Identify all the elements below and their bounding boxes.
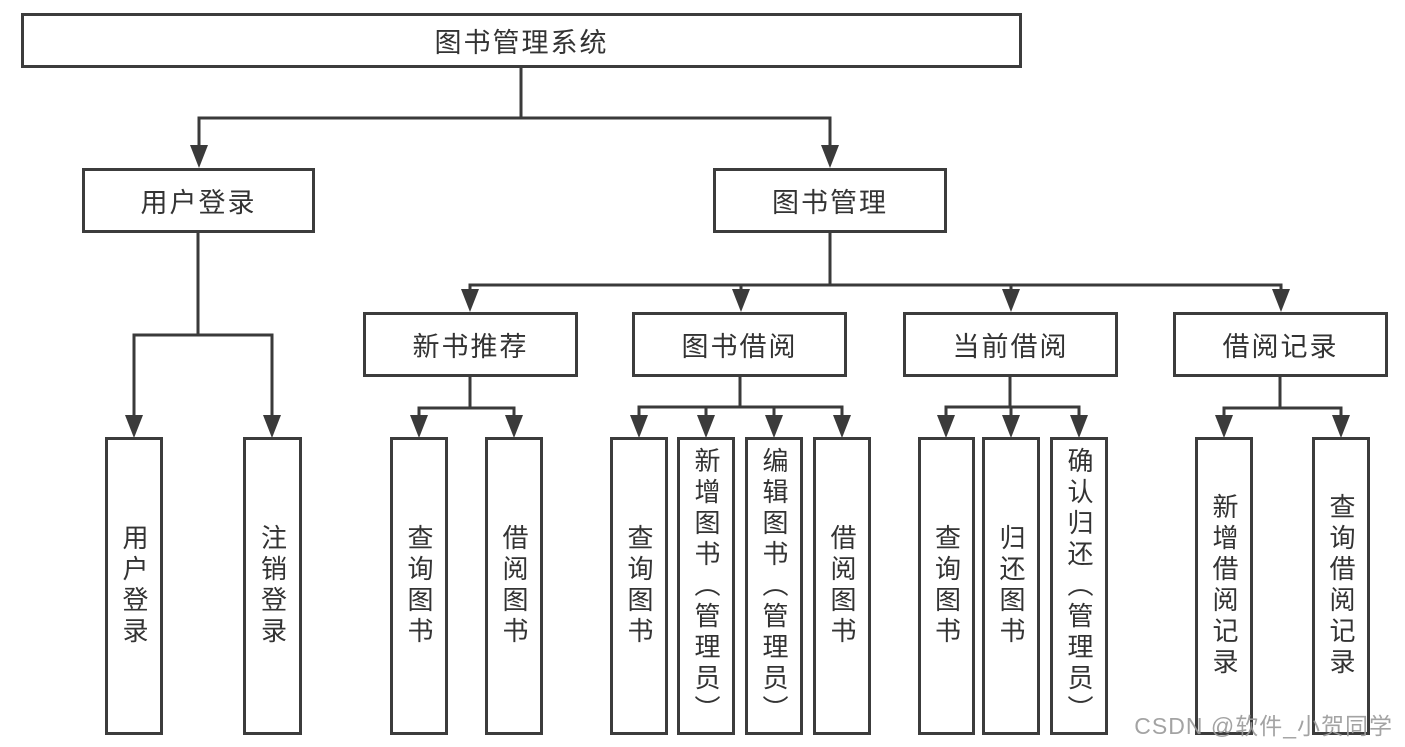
leaf-records-query-borrow-record-label: 查询借阅记录 (1326, 493, 1356, 679)
node-new-book-recommend: 新书推荐 (363, 312, 578, 377)
leaf-current-confirm-return-admin: 确认归还（管理员） (1050, 437, 1108, 735)
arrowhead-icon (125, 415, 143, 438)
leaf-borrowing-edit-books-admin: 编辑图书（管理员） (745, 437, 803, 735)
arrowhead-icon (697, 415, 715, 438)
node-book-management-label: 图书管理 (772, 188, 888, 218)
connector-line (468, 283, 1283, 294)
arrowhead-icon (765, 415, 783, 438)
leaf-user-login: 用户登录 (105, 437, 163, 735)
arrowhead-icon (190, 145, 208, 168)
arrowhead-icon (461, 289, 479, 312)
arrowhead-icon (732, 289, 750, 312)
leaf-records-add-borrow-record: 新增借阅记录 (1195, 437, 1253, 735)
arrowhead-icon (630, 415, 648, 438)
node-new-book-recommend-label: 新书推荐 (412, 332, 529, 362)
leaf-recommend-query-books: 查询图书 (390, 437, 448, 735)
arrowhead-icon (1002, 415, 1020, 438)
node-book-borrowing-label: 图书借阅 (681, 332, 798, 362)
leaf-borrowing-query-books: 查询图书 (610, 437, 668, 735)
leaf-current-confirm-return-admin-label: 确认归还（管理员） (1064, 446, 1094, 726)
node-borrowing-records-label: 借阅记录 (1222, 332, 1339, 362)
connector-line (197, 116, 832, 150)
node-library-management-system-label: 图书管理系统 (434, 28, 609, 58)
leaf-current-return-books-label: 归还图书 (996, 524, 1026, 648)
arrowhead-icon (410, 415, 428, 438)
leaf-current-return-books: 归还图书 (982, 437, 1040, 735)
leaf-borrowing-add-books-admin-label: 新增图书（管理员） (691, 446, 721, 726)
node-book-borrowing: 图书借阅 (632, 312, 847, 377)
arrowhead-icon (833, 415, 851, 438)
node-book-management: 图书管理 (713, 168, 947, 233)
leaf-current-query-books: 查询图书 (918, 437, 975, 735)
leaf-recommend-query-books-label: 查询图书 (404, 524, 434, 648)
arrowhead-icon (937, 415, 955, 438)
leaf-borrowing-add-books-admin: 新增图书（管理员） (677, 437, 735, 735)
arrowhead-icon (821, 145, 839, 168)
node-current-borrowing: 当前借阅 (903, 312, 1118, 377)
node-current-borrowing-label: 当前借阅 (952, 332, 1069, 362)
node-library-management-system: 图书管理系统 (21, 13, 1022, 68)
leaf-borrowing-borrow-books: 借阅图书 (813, 437, 871, 735)
watermark: CSDN @软件_小贺同学 (1134, 713, 1393, 739)
arrowhead-icon (1215, 415, 1233, 438)
leaf-recommend-borrow-books-label: 借阅图书 (499, 524, 529, 648)
arrowhead-icon (1272, 289, 1290, 312)
node-user-login-label: 用户登录 (140, 188, 257, 218)
arrowhead-icon (1332, 415, 1350, 438)
leaf-current-query-books-label: 查询图书 (931, 524, 962, 648)
leaf-logout-label: 注销登录 (257, 524, 288, 648)
arrowhead-icon (1070, 415, 1088, 438)
connector-line (1222, 406, 1343, 420)
arrowhead-icon (1002, 289, 1020, 312)
arrowhead-icon (263, 415, 281, 438)
node-borrowing-records: 借阅记录 (1173, 312, 1388, 377)
connector-line (132, 333, 274, 420)
leaf-records-add-borrow-record-label: 新增借阅记录 (1209, 493, 1239, 679)
leaf-recommend-borrow-books: 借阅图书 (485, 437, 543, 735)
arrowhead-icon (505, 415, 523, 438)
connector-line (637, 405, 844, 420)
leaf-borrowing-query-books-label: 查询图书 (624, 524, 654, 648)
node-user-login: 用户登录 (82, 168, 315, 233)
leaf-user-login-label: 用户登录 (119, 524, 149, 648)
leaf-logout: 注销登录 (243, 437, 302, 735)
leaf-records-query-borrow-record: 查询借阅记录 (1312, 437, 1370, 735)
connector-line (417, 406, 516, 420)
leaf-borrowing-borrow-books-label: 借阅图书 (827, 524, 857, 648)
leaf-borrowing-edit-books-admin-label: 编辑图书（管理员） (759, 446, 789, 726)
